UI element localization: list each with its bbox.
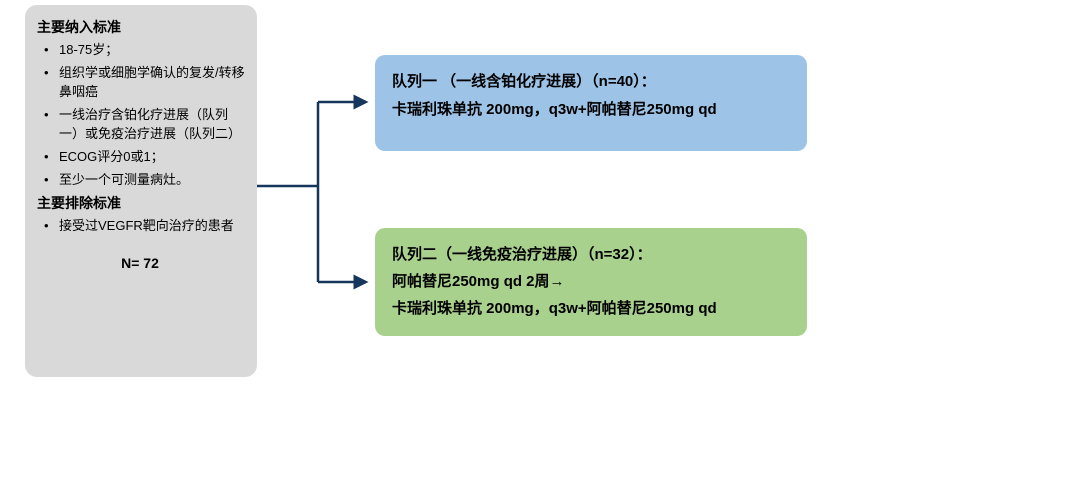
- inclusion-list: 18-75岁； 组织学或细胞学确认的复发/转移鼻咽癌 一线治疗含铂化疗进展（队列…: [35, 40, 245, 189]
- inclusion-item: 组织学或细胞学确认的复发/转移鼻咽癌: [35, 63, 245, 101]
- exclusion-list: 接受过VEGFR靶向治疗的患者: [35, 216, 245, 235]
- inclusion-item: 18-75岁；: [35, 40, 245, 59]
- criteria-box: 主要纳入标准 18-75岁； 组织学或细胞学确认的复发/转移鼻咽癌 一线治疗含铂…: [25, 5, 257, 377]
- cohort1-regimen: 卡瑞利珠单抗 200mg，q3w+阿帕替尼250mg qd: [392, 101, 717, 118]
- cohort1-title: 队列一 （一线含铂化疗进展）（n=40）：: [392, 73, 656, 90]
- cohort2-title: 队列二（一线免疫治疗进展）（n=32）：: [392, 246, 652, 263]
- cohort1-box: 队列一 （一线含铂化疗进展）（n=40）： 卡瑞利珠单抗 200mg，q3w+阿…: [375, 55, 807, 151]
- cohort2-regimen: 卡瑞利珠单抗 200mg，q3w+阿帕替尼250mg qd: [392, 300, 717, 317]
- exclusion-header: 主要排除标准: [37, 195, 121, 211]
- inclusion-item: 至少一个可测量病灶。: [35, 170, 245, 189]
- inclusion-header: 主要纳入标准: [37, 19, 121, 35]
- cohort2-lead-in: 阿帕替尼250mg qd 2周→: [392, 273, 565, 290]
- inclusion-item: 一线治疗含铂化疗进展（队列一）或免疫治疗进展（队列二）: [35, 105, 245, 143]
- cohort2-box: 队列二（一线免疫治疗进展）（n=32）： 阿帕替尼250mg qd 2周→ 卡瑞…: [375, 228, 807, 336]
- sample-size: N= 72: [121, 255, 159, 271]
- exclusion-item: 接受过VEGFR靶向治疗的患者: [35, 216, 245, 235]
- inclusion-item: ECOG评分0或1；: [35, 147, 245, 166]
